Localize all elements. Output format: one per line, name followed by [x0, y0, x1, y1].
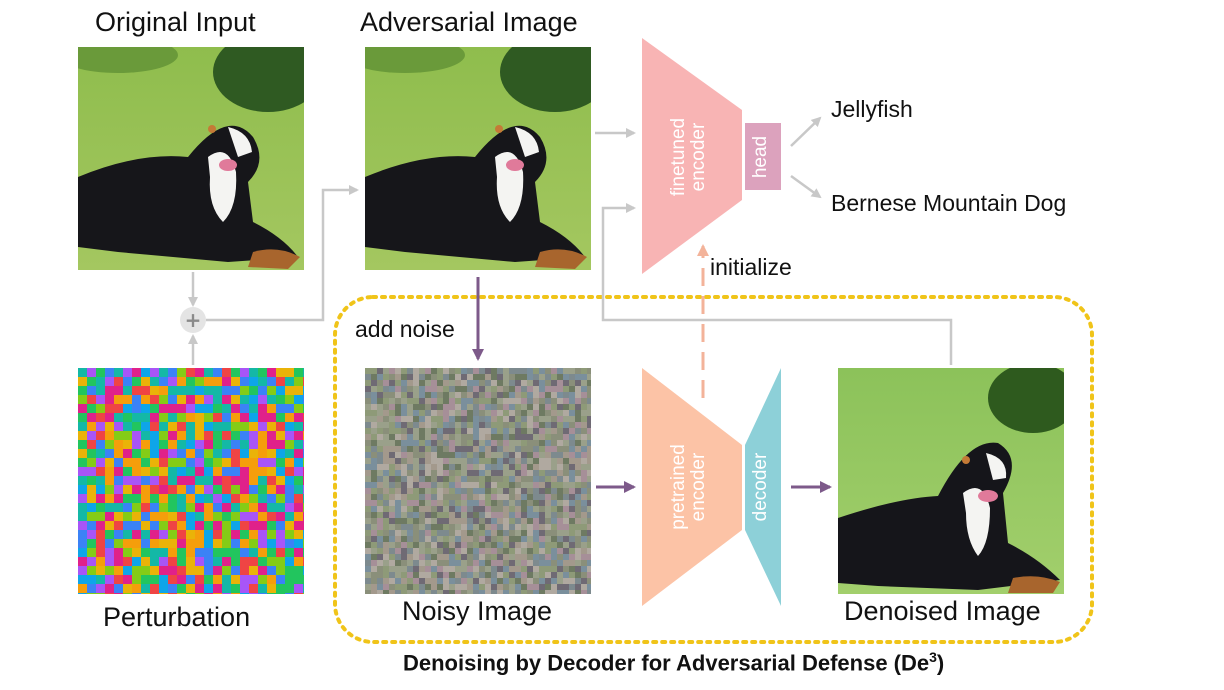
plus-symbol: +: [185, 308, 202, 332]
diagram-title: Denoising by Decoder for Adversarial Def…: [403, 650, 944, 674]
arrow-head-to-dog: [790, 174, 822, 199]
adversarial-image-label: Adversarial Image: [360, 7, 578, 37]
original-input-image: [78, 47, 304, 270]
initialize-label: initialize: [710, 254, 792, 280]
output-jellyfish: Jellyfish: [831, 96, 913, 122]
denoised-image: [838, 368, 1064, 594]
arrow-denoised-to-encoder: [601, 203, 953, 365]
pretrained-line1: pretrained: [668, 444, 689, 530]
head-block: [745, 123, 781, 190]
plus-circle-icon: [180, 307, 206, 333]
title-superscript: 3: [929, 649, 937, 665]
decoder-block: [745, 368, 781, 606]
adversarial-image: [365, 47, 591, 270]
arrow-head-to-jellyfish: [790, 116, 822, 147]
pretrained-encoder-label: pretrained encoder: [668, 427, 715, 547]
finetuned-line2: encoder: [687, 122, 709, 192]
finetuned-line1: finetuned: [668, 117, 689, 197]
perturbation-label: Perturbation: [103, 602, 251, 632]
perturbation-image: [78, 368, 304, 594]
pretrained-line2: encoder: [687, 452, 709, 522]
finetuned-encoder-label: finetuned encoder: [668, 97, 715, 217]
output-bernese-mountain-dog: Bernese Mountain Dog: [831, 190, 1067, 216]
decoder-label: decoder: [750, 437, 775, 537]
title-end: ): [936, 650, 945, 676]
pretrained-encoder-block: [642, 368, 742, 606]
noisy-image: [365, 368, 591, 594]
de3-dotted-box: [333, 295, 1094, 644]
denoised-image-label: Denoised Image: [844, 596, 1041, 626]
arrow-plus-to-adversarial: [206, 185, 359, 322]
decoder-text: decoder: [750, 452, 771, 522]
add-noise-label: add noise: [355, 316, 455, 342]
finetuned-encoder-block: [642, 38, 742, 274]
noisy-image-label: Noisy Image: [402, 596, 553, 626]
head-text: head: [750, 135, 771, 179]
head-label: head: [750, 127, 775, 187]
title-main: Denoising by Decoder for Adversarial Def…: [403, 650, 930, 676]
original-input-label: Original Input: [95, 7, 256, 37]
